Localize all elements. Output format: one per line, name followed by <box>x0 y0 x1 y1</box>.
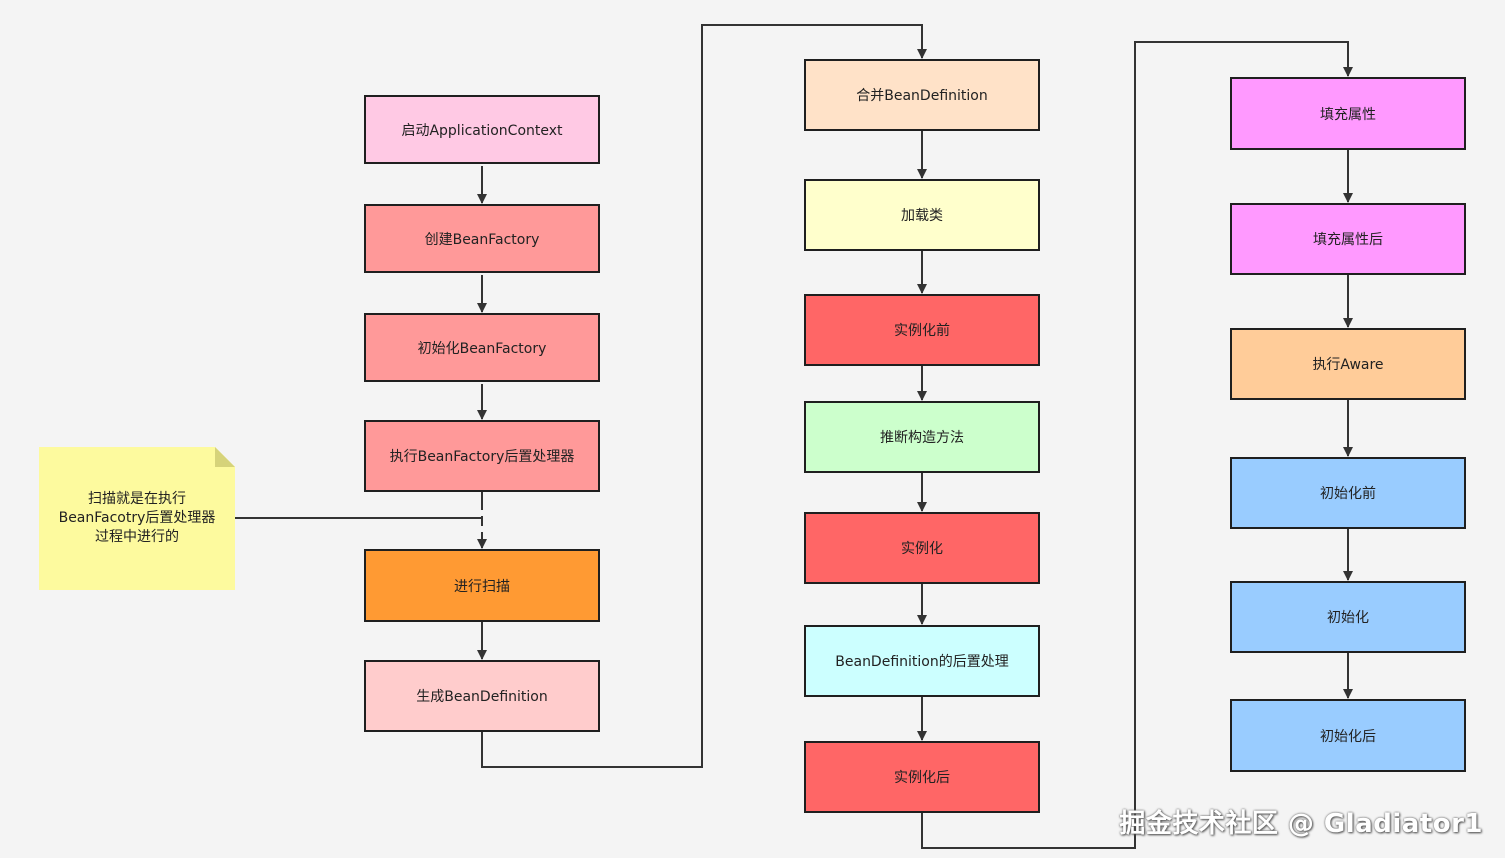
step-before-initialization: 初始化前 <box>1230 457 1466 529</box>
step-initialization: 初始化 <box>1230 581 1466 653</box>
step-bean-factory-post-processor: 执行BeanFactory后置处理器 <box>364 420 600 492</box>
step-after-initialization: 初始化后 <box>1230 699 1466 772</box>
arrow-c1-to-c2 <box>481 24 927 768</box>
step-populate-properties: 填充属性 <box>1230 77 1466 150</box>
step-infer-constructor: 推断构造方法 <box>804 401 1040 473</box>
step-load-class: 加载类 <box>804 179 1040 251</box>
step-instantiation: 实例化 <box>804 512 1040 584</box>
arrow-c2-to-c3 <box>921 41 1353 849</box>
step-before-instantiation: 实例化前 <box>804 294 1040 366</box>
step-merge-bean-definition: 合并BeanDefinition <box>804 59 1040 131</box>
watermark: 掘金技术社区 @ Gladiator1 <box>1119 809 1483 839</box>
sticky-note: 扫描就是在执行 BeanFacotry后置处理器 过程中进行的 <box>39 447 235 590</box>
step-after-instantiation: 实例化后 <box>804 741 1040 813</box>
step-after-populate-properties: 填充属性后 <box>1230 203 1466 275</box>
step-invoke-aware: 执行Aware <box>1230 328 1466 400</box>
step-bean-definition-post-process: BeanDefinition的后置处理 <box>804 625 1040 697</box>
step-init-bean-factory: 初始化BeanFactory <box>364 313 600 382</box>
step-generate-bean-definition: 生成BeanDefinition <box>364 660 600 732</box>
step-start-application-context: 启动ApplicationContext <box>364 95 600 164</box>
step-scan: 进行扫描 <box>364 549 600 622</box>
step-create-bean-factory: 创建BeanFactory <box>364 204 600 273</box>
